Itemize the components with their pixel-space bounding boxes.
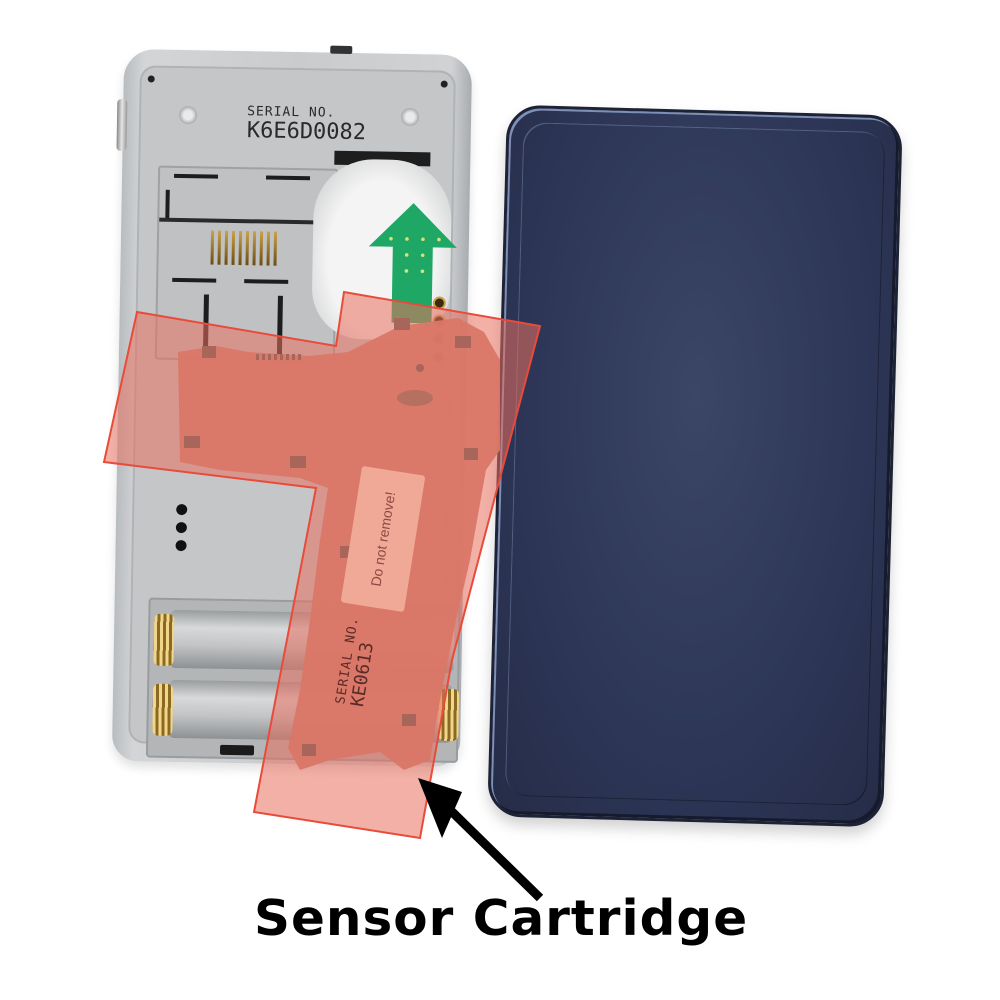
warning-text: Do not remove! (367, 490, 399, 588)
device-body: SERIAL NO. K6E6D0082 (111, 45, 473, 767)
pointer-arrow-icon (418, 778, 544, 902)
device-interior: SERIAL NO. K6E6D0082 (128, 65, 461, 763)
annotation-caption: Sensor Cartridge (254, 890, 749, 947)
insert-direction-arrow-icon (368, 203, 457, 324)
